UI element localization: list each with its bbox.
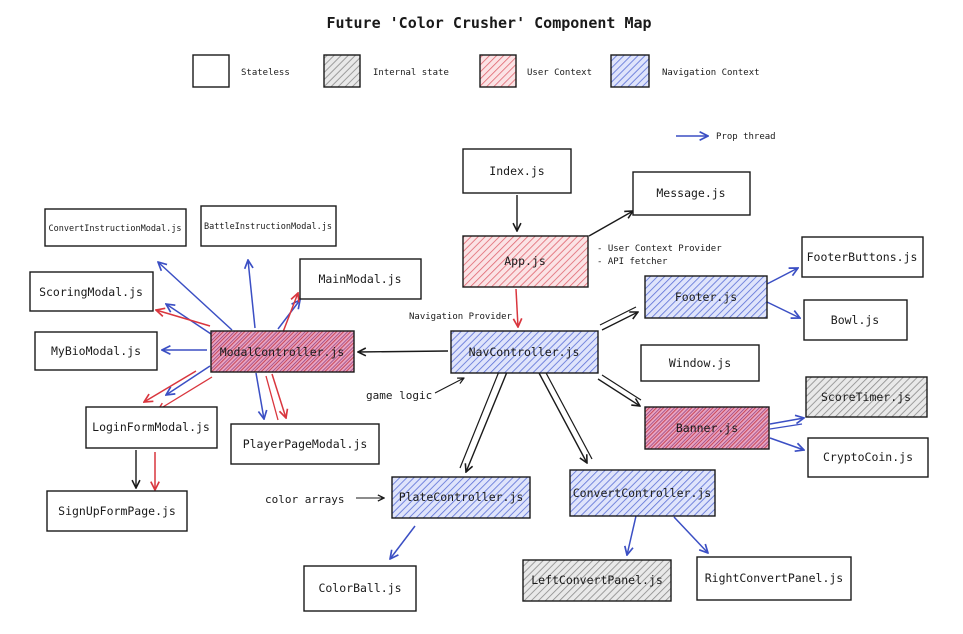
node-bowl[interactable]: Bowl.js xyxy=(803,299,908,341)
node-label: ScoringModal.js xyxy=(39,285,143,299)
legend-label-stateless: Stateless xyxy=(241,68,290,78)
arrow-modalcontroller-to-playerpagemodal xyxy=(255,372,264,419)
node-label: Index.js xyxy=(489,164,544,178)
node-label: LeftConvertPanel.js xyxy=(531,573,663,587)
node-label: CryptoCoin.js xyxy=(823,450,913,464)
node-signupformpage[interactable]: SignUpFormPage.js xyxy=(46,490,188,532)
legend-label-user-context: User Context xyxy=(527,68,592,78)
node-playerpagemodal[interactable]: PlayerPageModal.js xyxy=(230,423,380,465)
node-scoringmodal[interactable]: ScoringModal.js xyxy=(29,271,154,312)
arrow-platecontroller-to-colorball xyxy=(390,525,416,559)
arrow-modalcontroller-to-convertinstruction xyxy=(158,262,233,331)
node-label: RightConvertPanel.js xyxy=(705,571,843,585)
node-label: ScoreTimer.js xyxy=(821,390,911,404)
legend-item-user-context: User Context xyxy=(479,54,592,88)
diagram-title: Future 'Color Crusher' Component Map xyxy=(326,14,651,32)
node-label: NavController.js xyxy=(469,345,580,359)
note-user-context-provider: - User Context Provider xyxy=(597,244,722,254)
annotations: - User Context Provider - API fetcher Na… xyxy=(265,244,722,506)
arrow-modalcontroller-to-loginformmodal xyxy=(166,365,211,395)
node-label: Banner.js xyxy=(676,421,738,435)
arrow-navcontroller-to-platecontroller xyxy=(466,371,508,472)
arrow-app-to-navcontroller xyxy=(516,288,518,327)
node-label: PlateController.js xyxy=(399,490,524,504)
node-app[interactable]: App.js xyxy=(462,235,589,288)
arrow-game-logic xyxy=(434,378,464,394)
arrow-navcontroller-to-convertcontroller xyxy=(538,372,587,463)
node-label: MainModal.js xyxy=(318,272,401,286)
legend: Stateless Internal state User Context Na… xyxy=(192,54,776,142)
note-color-arrays: color arrays xyxy=(265,493,344,506)
node-convertinstructionmodal[interactable]: ConvertInstructionModal.js xyxy=(44,208,187,247)
node-leftconvertpanel[interactable]: LeftConvertPanel.js xyxy=(522,559,672,602)
nodes: Index.js Message.js App.js FooterButtons… xyxy=(29,148,929,612)
node-platecontroller[interactable]: PlateController.js xyxy=(391,476,531,519)
legend-item-prop-thread: Prop thread xyxy=(676,132,776,142)
node-scoretimer[interactable]: ScoreTimer.js xyxy=(805,376,928,418)
node-label: LoginFormModal.js xyxy=(92,420,210,434)
legend-label-navigation-context: Navigation Context xyxy=(662,68,760,78)
arrow-navcontroller-to-modalcontroller xyxy=(358,351,449,352)
node-loginformmodal[interactable]: LoginFormModal.js xyxy=(85,406,218,449)
legend-item-stateless: Stateless xyxy=(192,54,290,88)
node-colorball[interactable]: ColorBall.js xyxy=(303,565,417,612)
note-api-fetcher: - API fetcher xyxy=(597,257,668,267)
legend-item-navigation-context: Navigation Context xyxy=(610,54,760,88)
node-label: ColorBall.js xyxy=(318,581,401,595)
node-label: BattleInstructionModal.js xyxy=(204,222,332,232)
arrow-navcontroller-to-banner xyxy=(597,378,640,406)
node-label: MyBioModal.js xyxy=(51,344,141,358)
node-banner[interactable]: Banner.js xyxy=(644,406,770,450)
node-label: Window.js xyxy=(669,356,731,370)
node-index[interactable]: Index.js xyxy=(462,148,572,194)
node-label: ConvertInstructionModal.js xyxy=(48,224,181,234)
node-footer[interactable]: Footer.js xyxy=(644,275,768,319)
arrow-footer-to-footerbuttons xyxy=(766,268,798,285)
legend-item-internal-state: Internal state xyxy=(323,54,449,88)
node-convertcontroller[interactable]: ConvertController.js xyxy=(569,469,716,517)
legend-label-internal-state: Internal state xyxy=(373,68,449,78)
note-navigation-provider: Navigation Provider xyxy=(409,312,513,322)
node-battleinstructionmodal[interactable]: BattleInstructionModal.js xyxy=(200,205,337,247)
arrow-red-modalcontroller-to-loginformmodal xyxy=(144,370,197,402)
node-label: SignUpFormPage.js xyxy=(58,504,176,518)
node-label: Bowl.js xyxy=(831,313,879,327)
connections xyxy=(136,195,804,559)
node-navcontroller[interactable]: NavController.js xyxy=(450,330,599,374)
node-modalcontroller[interactable]: ModalController.js xyxy=(210,330,355,373)
node-message[interactable]: Message.js xyxy=(632,171,751,216)
arrow-modalcontroller-to-battleinstruction xyxy=(248,260,256,329)
legend-label-prop-thread: Prop thread xyxy=(716,132,776,142)
node-rightconvertpanel[interactable]: RightConvertPanel.js xyxy=(696,556,852,601)
arrow-app-to-message xyxy=(588,211,633,237)
node-label: PlayerPageModal.js xyxy=(243,437,368,451)
arrow-banner-to-scoretimer xyxy=(769,418,804,425)
arrow-navcontroller-to-footer xyxy=(601,312,638,331)
node-footerbuttons[interactable]: FooterButtons.js xyxy=(801,236,924,278)
node-label: Message.js xyxy=(656,186,725,200)
arrow-red-modalcontroller-to-mainmodal xyxy=(282,293,298,333)
arrow-red-modalcontroller-to-scoringmodal xyxy=(156,310,211,327)
note-game-logic: game logic xyxy=(366,389,432,402)
node-mainmodal[interactable]: MainModal.js xyxy=(299,258,422,300)
arrow-convertcontroller-to-rightconvertpanel xyxy=(673,516,708,553)
arrow-convertcontroller-to-leftconvertpanel xyxy=(627,515,637,555)
node-window[interactable]: Window.js xyxy=(640,344,760,382)
node-label: Footer.js xyxy=(675,290,737,304)
node-label: FooterButtons.js xyxy=(807,250,918,264)
node-cryptocoin[interactable]: CryptoCoin.js xyxy=(807,437,929,478)
node-mybiomodal[interactable]: MyBioModal.js xyxy=(34,331,158,371)
arrow-footer-to-bowl xyxy=(766,301,800,318)
node-label: ModalController.js xyxy=(220,345,345,359)
arrow-red-modalcontroller-to-playerpagemodal xyxy=(271,373,286,418)
node-label: ConvertController.js xyxy=(573,486,711,500)
node-label: App.js xyxy=(504,254,546,268)
arrow-banner-to-cryptocoin xyxy=(769,437,804,450)
